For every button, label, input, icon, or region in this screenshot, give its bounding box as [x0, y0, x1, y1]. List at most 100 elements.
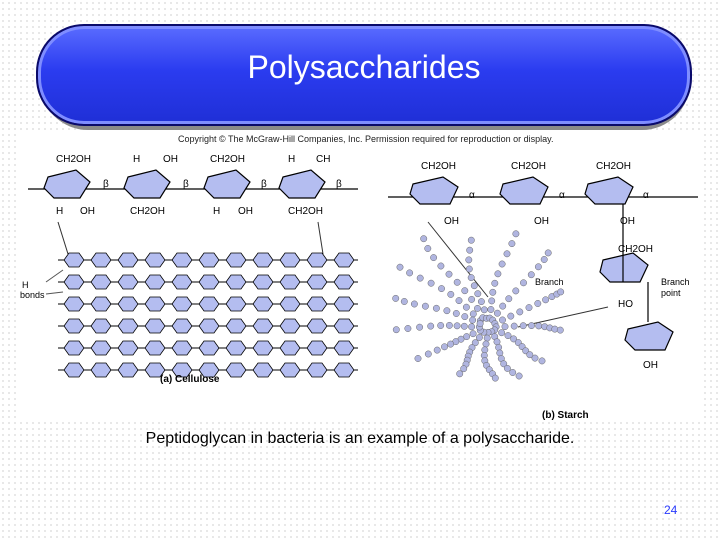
starch-bead — [416, 274, 424, 282]
starch-chain — [388, 176, 698, 351]
cellulose-top-label: H — [133, 154, 140, 165]
starch-bead — [460, 322, 468, 330]
glucose-ring — [333, 252, 355, 268]
starch-bead — [471, 339, 479, 347]
starch-bead — [480, 306, 488, 314]
glucose-ring — [171, 318, 193, 334]
glucose-ring — [144, 340, 166, 356]
glucose-ring — [306, 252, 328, 268]
cellulose-chain — [28, 169, 358, 199]
starch-ring-label: CH2OH — [511, 161, 546, 172]
starch-bead — [438, 285, 445, 293]
glucose-ring — [198, 362, 220, 378]
starch-bead — [528, 322, 535, 330]
cellulose-bottom-label: OH — [80, 206, 95, 217]
starch-bead — [510, 322, 518, 330]
starch-bead — [512, 230, 520, 238]
starch-bead — [456, 370, 464, 378]
beta-linkage-label: β — [261, 179, 267, 190]
starch-bead — [503, 250, 511, 258]
glucose-ring — [198, 274, 220, 290]
glucose-ring — [225, 274, 247, 290]
starch-bead — [396, 263, 404, 271]
figure-drawing: CH2OH H OH CH2OH H CH H OH CH2OH H OH CH… — [20, 154, 698, 421]
alpha-linkage-label: α — [643, 190, 649, 201]
h-bonds-pointer-lines — [45, 269, 64, 295]
starch-bead — [519, 322, 527, 330]
glucose-ring — [333, 318, 355, 334]
glucose-ring — [306, 340, 328, 356]
glucose-ring — [144, 296, 166, 312]
cellulose-bottom-label: CH2OH — [288, 206, 323, 217]
starch-bead — [526, 351, 534, 359]
starch-bead — [437, 322, 445, 329]
starch-bead — [400, 298, 408, 305]
starch-bead — [441, 343, 448, 351]
starch-bead — [468, 323, 476, 331]
starch-bead — [489, 288, 497, 296]
glucose-ring — [333, 296, 355, 312]
starch-bead — [424, 350, 432, 358]
starch-bead — [447, 340, 455, 348]
glucose-ring — [63, 252, 85, 268]
starch-bead — [520, 279, 527, 287]
starch-bead — [491, 374, 499, 382]
glucose-ring — [144, 252, 166, 268]
cellulose-bottom-label: H — [56, 206, 63, 217]
glucose-ring — [252, 296, 274, 312]
starch-bead — [424, 245, 432, 252]
starch-bead — [512, 287, 520, 295]
starch-bead — [535, 322, 543, 330]
starch-bead — [544, 249, 552, 257]
glucose-ring — [225, 296, 247, 312]
glucose-ring — [63, 340, 85, 356]
starch-bead — [452, 310, 460, 317]
starch-bead — [540, 256, 548, 263]
glucose-ring — [333, 274, 355, 290]
glucose-ring — [90, 252, 112, 268]
glucose-ring — [198, 296, 220, 312]
h-bonds-label-line1: H — [22, 280, 29, 290]
starch-bead — [474, 290, 482, 298]
h-bonds-label: H bonds — [20, 280, 45, 300]
cellulose-top-label: CH2OH — [56, 154, 91, 165]
glucose-ring — [63, 296, 85, 312]
cellulose-chain-labels: CH2OH H OH CH2OH H CH H OH CH2OH H OH CH… — [56, 154, 342, 217]
starch-ring-label: OH — [444, 216, 459, 227]
cellulose-top-label: OH — [163, 154, 178, 165]
starch-bead — [476, 320, 484, 328]
glucose-ring — [144, 362, 166, 378]
starch-bead — [488, 297, 496, 305]
starch-bead — [482, 340, 490, 348]
glucose-ring — [306, 274, 328, 290]
starch-bead — [432, 304, 440, 312]
copyright-notice: Copyright © The McGraw-Hill Companies, I… — [178, 134, 554, 144]
glucose-ring — [171, 340, 193, 356]
starch-bead — [525, 304, 533, 312]
glucose-ring — [306, 362, 328, 378]
glucose-ring — [198, 340, 220, 356]
glucose-ring — [171, 252, 193, 268]
starch-bead — [527, 271, 535, 279]
starch-bead — [460, 365, 468, 373]
starch-bead — [461, 313, 469, 321]
starch-label: (b) Starch — [542, 410, 589, 421]
starch-bead — [416, 323, 424, 331]
starch-bead — [534, 263, 542, 271]
glucose-ring — [225, 252, 247, 268]
starch-bead — [534, 300, 542, 307]
starch-bead — [468, 295, 476, 303]
starch-bead — [505, 295, 513, 303]
cellulose-fiber-grid — [58, 252, 358, 378]
starch-bead — [500, 360, 508, 368]
starch-ring-label: OH — [534, 216, 549, 227]
glucose-ring — [279, 252, 301, 268]
starch-ring-label: OH — [643, 360, 658, 371]
starch-bead — [538, 357, 546, 365]
glucose-ring — [144, 318, 166, 334]
starch-bead — [453, 278, 461, 286]
starch-bead — [427, 322, 435, 330]
glucose-ring — [117, 318, 139, 334]
starch-bead — [498, 329, 506, 337]
starch-bead — [495, 343, 503, 351]
